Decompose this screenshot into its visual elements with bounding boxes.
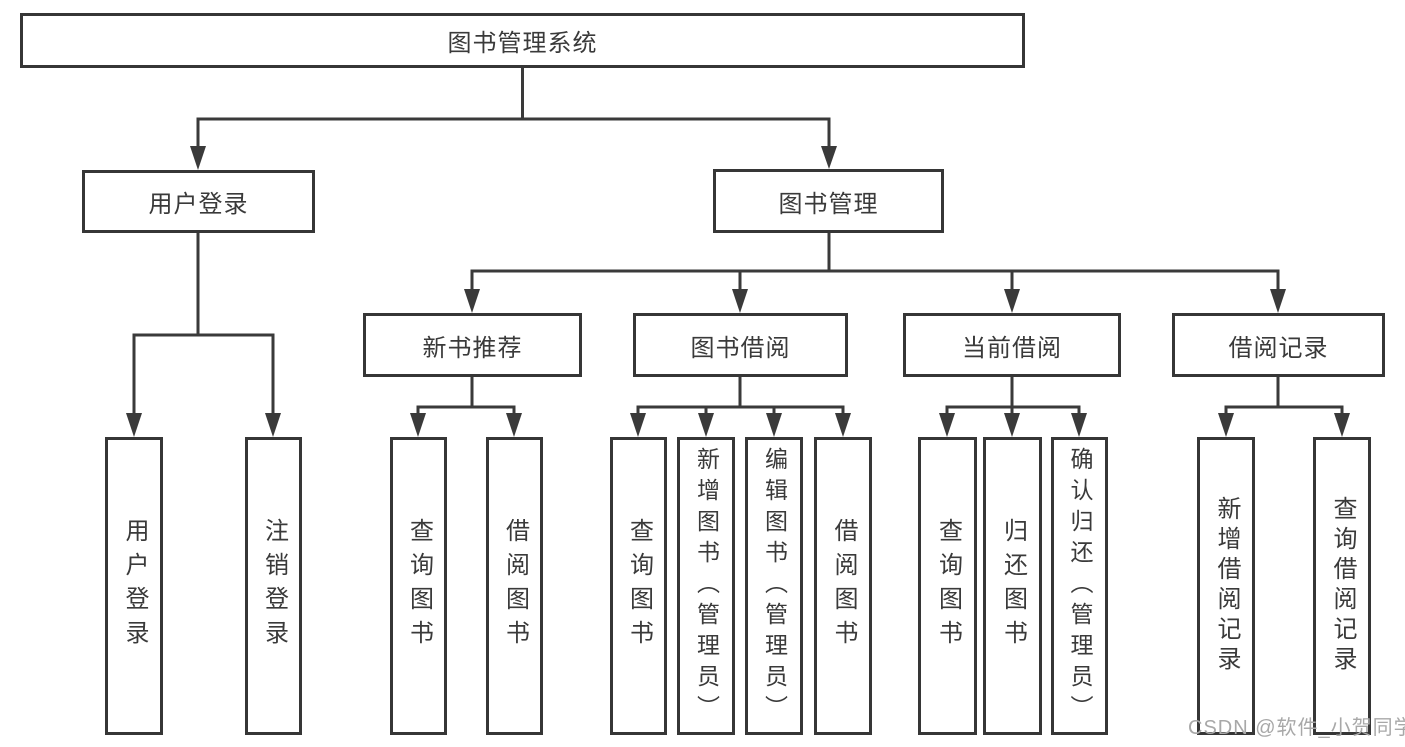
connector-bookmgmt-to-level3 xyxy=(464,233,1286,313)
connector-userlogin-to-leaves xyxy=(126,233,281,437)
leaf-newbook-borrow-label: 借阅图书 xyxy=(501,518,529,654)
leaf-current-query: 查询图书 xyxy=(918,437,977,735)
node-user-login: 用户登录 xyxy=(82,170,315,233)
connector-bookborrow-to-leaves xyxy=(630,377,851,437)
node-current-borrow: 当前借阅 xyxy=(903,313,1121,377)
leaf-newbook-borrow: 借阅图书 xyxy=(486,437,543,735)
leaf-return-book-label: 归还图书 xyxy=(999,518,1027,654)
leaf-newbook-query: 查询图书 xyxy=(390,437,447,735)
leaf-borrow-book-label: 借阅图书 xyxy=(830,518,857,654)
leaf-confirm-return-admin: 确认归还（管理员） xyxy=(1051,437,1108,735)
leaf-add-book-admin-label: 新增图书（管理员） xyxy=(693,446,720,726)
leaf-add-book-admin: 新增图书（管理员） xyxy=(677,437,735,735)
node-book-management: 图书管理 xyxy=(713,169,944,233)
leaf-user-login-label: 用户登录 xyxy=(121,518,148,654)
leaf-current-query-label: 查询图书 xyxy=(934,518,962,654)
leaf-edit-book-admin-label: 编辑图书（管理员） xyxy=(761,446,788,726)
leaf-logout: 注销登录 xyxy=(245,437,302,735)
leaf-add-borrow-record-label: 新增借阅记录 xyxy=(1213,496,1240,676)
watermark: CSDN @软件_小贺同学 xyxy=(1188,717,1405,739)
leaf-user-login: 用户登录 xyxy=(105,437,163,735)
node-root-system: 图书管理系统 xyxy=(20,13,1025,68)
leaf-confirm-return-admin-label: 确认归还（管理员） xyxy=(1067,446,1093,726)
leaf-borrow-query-label: 查询图书 xyxy=(625,518,653,654)
leaf-query-borrow-record: 查询借阅记录 xyxy=(1313,437,1371,735)
node-borrow-records: 借阅记录 xyxy=(1172,313,1385,377)
connector-root-to-level2 xyxy=(190,68,837,170)
leaf-return-book: 归还图书 xyxy=(983,437,1042,735)
connector-borrowrecords-to-leaves xyxy=(1218,377,1350,437)
connector-currentborrow-to-leaves xyxy=(939,377,1087,437)
leaf-borrow-query: 查询图书 xyxy=(610,437,667,735)
node-book-borrow: 图书借阅 xyxy=(633,313,848,377)
leaf-newbook-query-label: 查询图书 xyxy=(405,518,433,654)
leaf-logout-label: 注销登录 xyxy=(260,518,288,654)
node-new-book-recommend: 新书推荐 xyxy=(363,313,582,377)
connector-newbook-to-leaves xyxy=(410,377,522,437)
leaf-add-borrow-record: 新增借阅记录 xyxy=(1197,437,1255,735)
leaf-query-borrow-record-label: 查询借阅记录 xyxy=(1329,496,1356,676)
leaf-edit-book-admin: 编辑图书（管理员） xyxy=(745,437,803,735)
leaf-borrow-book: 借阅图书 xyxy=(814,437,872,735)
